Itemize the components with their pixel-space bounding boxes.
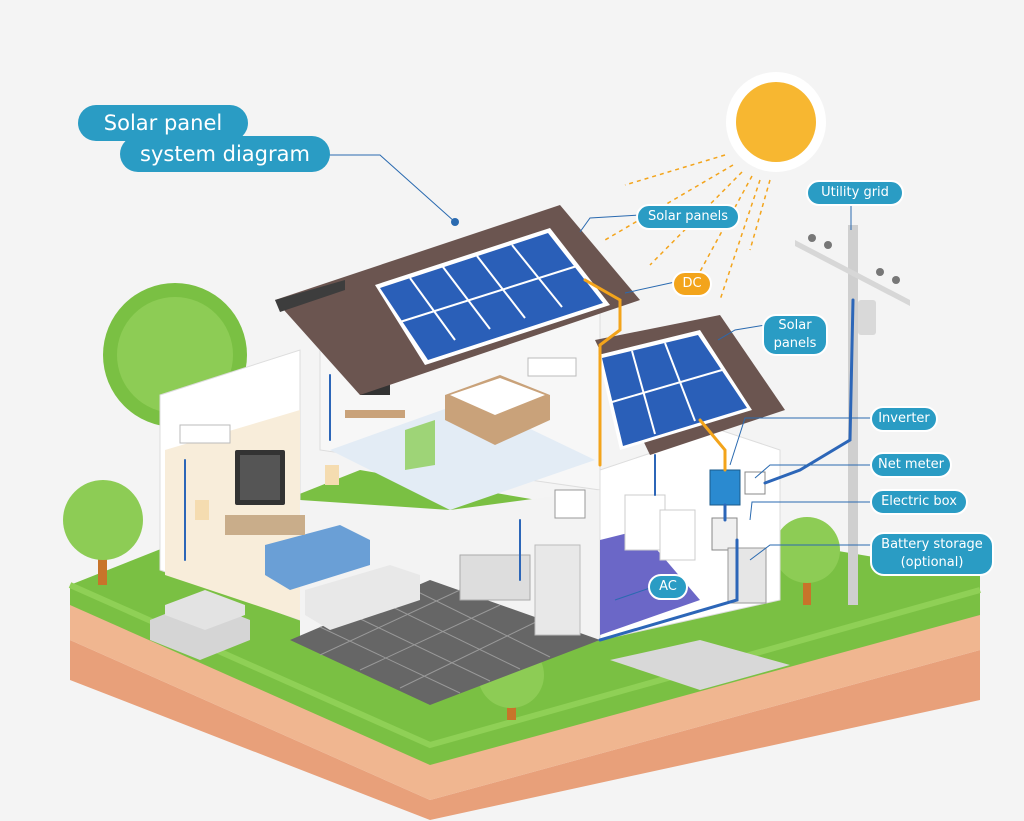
title-pointer-dot xyxy=(451,218,459,226)
label-electric-box: Electric box xyxy=(870,489,968,515)
sun xyxy=(726,72,826,172)
label-battery-storage: Battery storage (optional) xyxy=(870,532,994,576)
leader-lines xyxy=(320,154,875,601)
label-battery-line1: Battery storage xyxy=(881,537,983,552)
label-battery-line2: (optional) xyxy=(900,555,964,570)
label-solar-panels-side: Solar panels xyxy=(762,314,828,356)
title-line-2: system diagram xyxy=(120,136,330,172)
label-solar-panels-main: Solar panels xyxy=(636,204,740,230)
wires xyxy=(184,278,855,642)
title-line-1: Solar panel xyxy=(78,105,248,141)
label-net-meter: Net meter xyxy=(870,452,952,478)
furniture xyxy=(179,320,696,636)
utility-pole xyxy=(795,225,910,605)
label-inverter: Inverter xyxy=(870,406,938,432)
tree-right xyxy=(774,517,840,605)
label-solar-panels-side-line2: panels xyxy=(773,336,817,351)
label-utility-grid: Utility grid xyxy=(806,180,904,206)
label-solar-panels-side-line1: Solar xyxy=(778,318,812,333)
solar-panels-side xyxy=(598,330,752,450)
label-ac: AC xyxy=(648,574,688,600)
tree-left xyxy=(63,480,143,585)
walkway xyxy=(610,640,790,690)
solar-panels-main xyxy=(375,228,610,365)
label-dc: DC xyxy=(672,271,712,297)
equipment xyxy=(709,469,767,604)
